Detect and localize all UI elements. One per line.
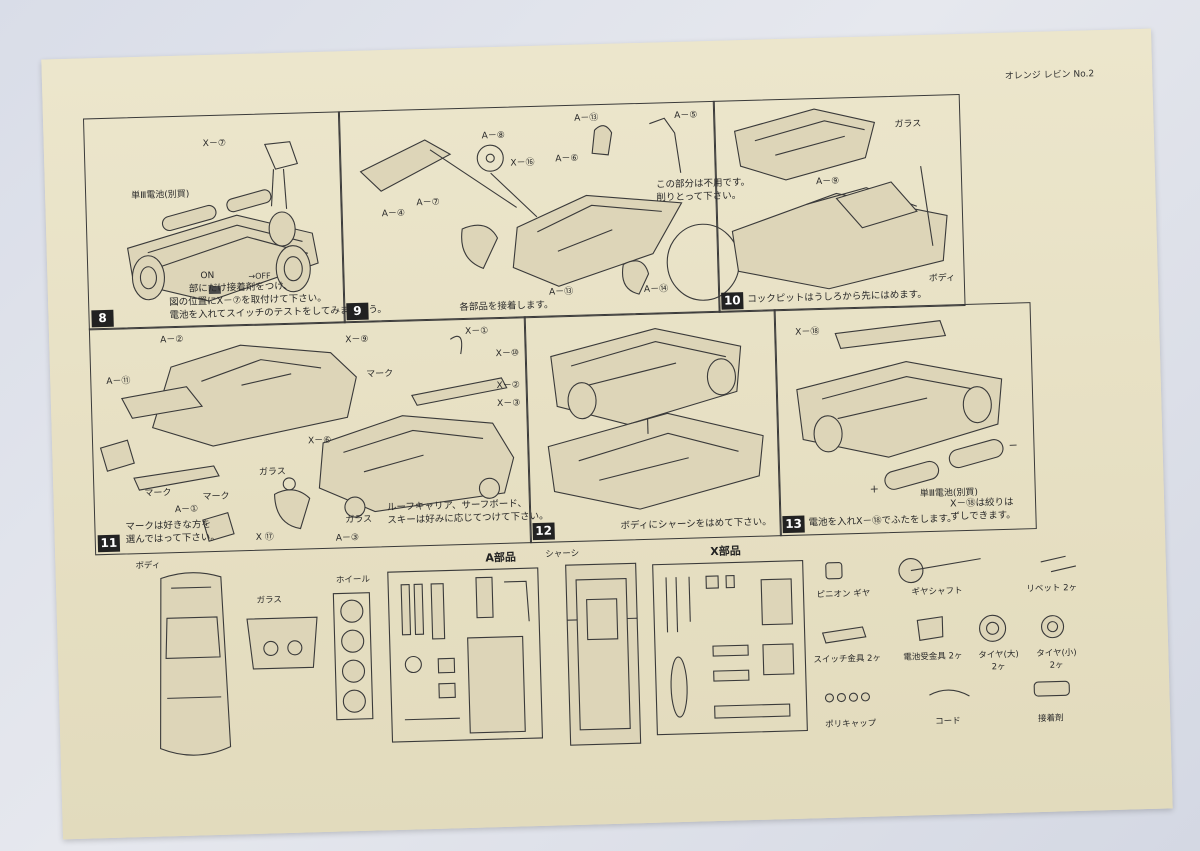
small-part-tire-large: タイヤ(大) [978,649,1019,661]
step-9-label-a14: A－⑭ [643,284,669,295]
x-parts-title: X部品 [710,544,741,559]
step-11-panel: A－② A－⑪ X－① X－⑨ X－⑩ マーク X－② X－③ X－⑥ ガラス … [88,316,549,556]
step-8-drawing: →OFF [127,141,319,302]
small-parts-drawings [821,555,1076,703]
glass-drawing [246,616,318,670]
parts-glass-label: ガラス [256,595,282,606]
small-part-pinion-gear: ピニオン ギヤ [816,588,871,601]
step-10-panel: ガラス A－⑨ ボディ コックピットはうしろから先にはめます。 10 [712,94,966,313]
step-9-label-a7: A－⑦ [416,197,440,209]
step-13-note: X－⑱は絞りは ずしできます。 [950,496,1016,524]
step-11-label-x10: X－⑩ [495,348,520,360]
body-drawing [160,572,232,756]
step-11-label-x3: X－③ [496,398,521,410]
step-9-label-x16: X－⑯ [510,157,535,169]
small-part-gear-shaft: ギヤシャフト [911,586,963,598]
step-11-label-x1: X－① [464,326,489,337]
step-10-label-glass: ガラス [894,119,922,130]
small-part-tire-small-qty: 2ヶ [1049,660,1064,671]
small-part-battery-bracket: 電池受金具 2ヶ [903,651,963,663]
step-11-label-x17: X ⑰ [255,532,274,543]
step-11-label-mark-top: マーク [366,368,394,380]
small-part-rivet: リベット 2ヶ [1026,582,1078,595]
step-8-label-x7: X－⑦ [202,138,227,150]
a-parts-title: A部品 [485,550,517,565]
instruction-sheet: オレンジ レビン No.2 →OFF X－⑦ 単Ⅲ電池(別買) ON 部にだけ接… [41,28,1173,840]
step-11-label-glass-2: ガラス [345,514,373,526]
step-11-label-x2: X－② [496,380,520,392]
step-11-label-mark-left: マーク [144,488,172,499]
step-10-label-a9: A－⑨ [815,176,840,188]
step-number-8: 8 [91,309,114,328]
parts-list: ボディ ガラス ホイール A部品 [95,529,1141,788]
step-9-label-a8: A－⑧ [481,130,506,142]
step-9-label-a13-bottom: A－⑬ [548,286,574,298]
step-13-drawing: + − [796,320,1018,496]
step-11-label-a3: A－③ [335,532,360,544]
step-number-11: 11 [97,534,121,553]
series-label: オレンジ レビン No.2 [1004,69,1095,82]
small-part-tire-large-qty: 2ヶ [991,661,1006,673]
step-13-panel: + − X－⑱ 単Ⅲ電池(別買) X－⑱は絞りは ずしできます。 電池を入れX－… [773,302,1037,537]
step-9-panel: A－⑧ A－⑬ A－⑤ X－⑯ A－⑥ A－④ A－⑦ A－⑬ A－⑭ この部分… [337,100,750,324]
svg-text:−: − [1008,439,1018,452]
step-9-label-a6: A－⑥ [555,153,579,165]
step-8-label-battery: 単Ⅲ電池(別買) [131,189,190,202]
step-8-panel: →OFF X－⑦ 単Ⅲ電池(別買) ON 部にだけ接着剤をつけ、 図の位置にX－… [82,111,387,331]
step-11-label-mark-bottom: マーク [202,491,230,503]
step-number-12: 12 [532,522,555,541]
step-10-label-body: ボディ [928,273,956,284]
step-9-label-a13: A－⑬ [574,113,599,124]
step-12-drawing [547,328,764,510]
small-part-tire-small: タイヤ(小) [1036,647,1077,660]
step-number-9: 9 [346,302,369,321]
step-11-label-a2: A－② [160,334,184,346]
step-11-label-glass: ガラス [258,466,286,478]
small-part-glue: 接着剤 [1037,713,1064,725]
small-parts-grid: ピニオン ギヤ ギヤシャフト リベット 2ヶ スイッチ金具 2ヶ 電池受金具 2… [806,549,1141,758]
step-13-note-line-2: ずしできます。 [950,509,1016,523]
step-11-drawing [99,335,515,542]
step-13-label-x18: X－⑱ [795,327,820,338]
small-part-poly-cap: ポリキャップ [825,718,877,731]
x-parts-runner [652,560,808,736]
chassis-drawing [565,562,642,746]
step-10-drawing [731,108,948,290]
small-part-cord: コード [935,716,961,727]
step-11-caption: マークは好きな方を 選んではって下さい。 [125,518,220,547]
a-parts-runner [387,567,544,743]
step-11-label-a11: A－⑪ [106,376,131,387]
step-11-caption-line-2: 選んではって下さい。 [125,531,220,546]
step-11-label-x6: X－⑥ [307,435,332,447]
step-11-note: ルーフキャリア、サーフボード、 スキーは好みに応じてつけて下さい。 [387,497,549,527]
svg-text:→OFF: →OFF [248,271,271,281]
step-9-caption: 各部品を接着します。 [459,299,554,314]
svg-text:+: + [869,482,879,495]
wheel-runner [332,592,374,721]
step-number-10: 10 [721,292,744,310]
step-number-13: 13 [782,515,805,534]
step-11-label-a1: A－① [174,504,199,516]
step-11-label-x9: X－⑨ [345,334,369,346]
step-9-drawing [359,117,740,301]
small-part-switch-bracket: スイッチ金具 2ヶ [813,653,882,666]
step-9-label-a4: A－④ [381,208,406,220]
step-12-panel: ボディにシャーシをはめて下さい。 12 [523,309,782,544]
step-8-label-on: ON [200,270,215,282]
parts-chassis-label: シャーシ [545,548,580,560]
parts-wheel-label: ホイール [335,574,371,586]
step-9-label-a5: A－⑤ [674,110,698,121]
